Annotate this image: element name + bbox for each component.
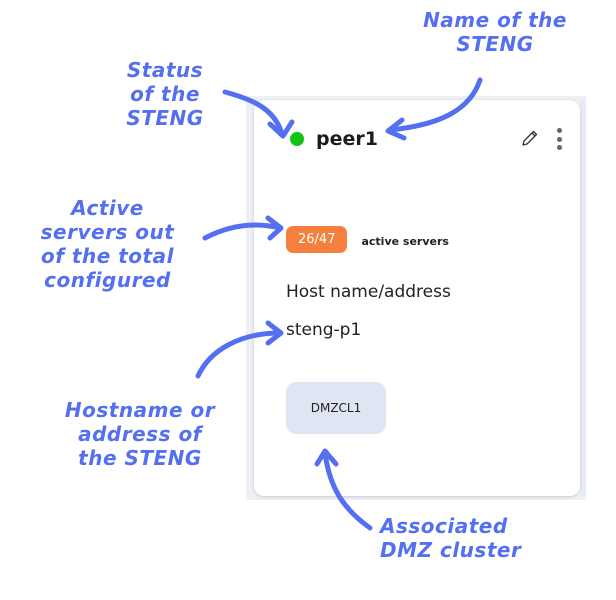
arrow-cluster <box>322 450 373 531</box>
more-vertical-icon[interactable] <box>554 128 564 150</box>
annotation-line: the STENG <box>78 446 202 470</box>
arrow-hostname-head <box>265 320 284 346</box>
active-servers-badge: 26/47 <box>286 226 348 253</box>
annotation-line: Name of the <box>423 8 567 32</box>
arrow-status-head <box>267 119 295 139</box>
annotation-line: servers out <box>40 220 175 244</box>
arrow-status <box>222 89 285 137</box>
annotation-line: Associated <box>380 514 508 538</box>
card-header: peer1 <box>290 128 378 150</box>
annotation-cluster: Associated DMZ cluster <box>380 514 560 562</box>
host-value: steng-p1 <box>286 320 362 340</box>
arrow-name <box>387 77 483 133</box>
annotation-line: STENG <box>126 106 204 130</box>
active-servers-label: active servers <box>361 235 449 248</box>
scrollbar-strip <box>580 100 586 496</box>
steng-card[interactable]: peer1 26/47 active servers Host name/add… <box>254 100 580 496</box>
annotation-line: of the <box>130 82 200 106</box>
arrow-servers-head <box>265 215 284 241</box>
pencil-icon[interactable] <box>520 128 540 148</box>
annotation-line: of the total <box>41 244 174 268</box>
annotation-line: Status <box>126 58 204 82</box>
annotation-line: address of <box>78 422 202 446</box>
annotation-line: Hostname or <box>64 398 216 422</box>
active-servers-row: 26/47 active servers <box>286 226 449 253</box>
host-label: Host name/address <box>286 282 451 302</box>
annotation-line: DMZ cluster <box>380 538 522 562</box>
annotation-line: STENG <box>456 32 534 56</box>
annotation-status: Status of the STENG <box>100 58 230 130</box>
annotation-line: configured <box>44 268 171 292</box>
arrow-servers <box>202 222 283 241</box>
arrow-hostname <box>195 330 283 379</box>
annotation-name: Name of the STENG <box>395 8 595 56</box>
arrow-name-head <box>385 117 407 141</box>
steng-name: peer1 <box>316 128 378 150</box>
status-indicator-icon <box>290 132 304 146</box>
annotation-servers: Active servers out of the total configur… <box>20 196 195 292</box>
annotation-line: Active <box>71 196 144 220</box>
arrow-cluster-head <box>314 448 339 467</box>
annotation-hostname: Hostname or address of the STENG <box>40 398 240 470</box>
dmz-cluster-chip[interactable]: DMZCL1 <box>286 382 386 434</box>
